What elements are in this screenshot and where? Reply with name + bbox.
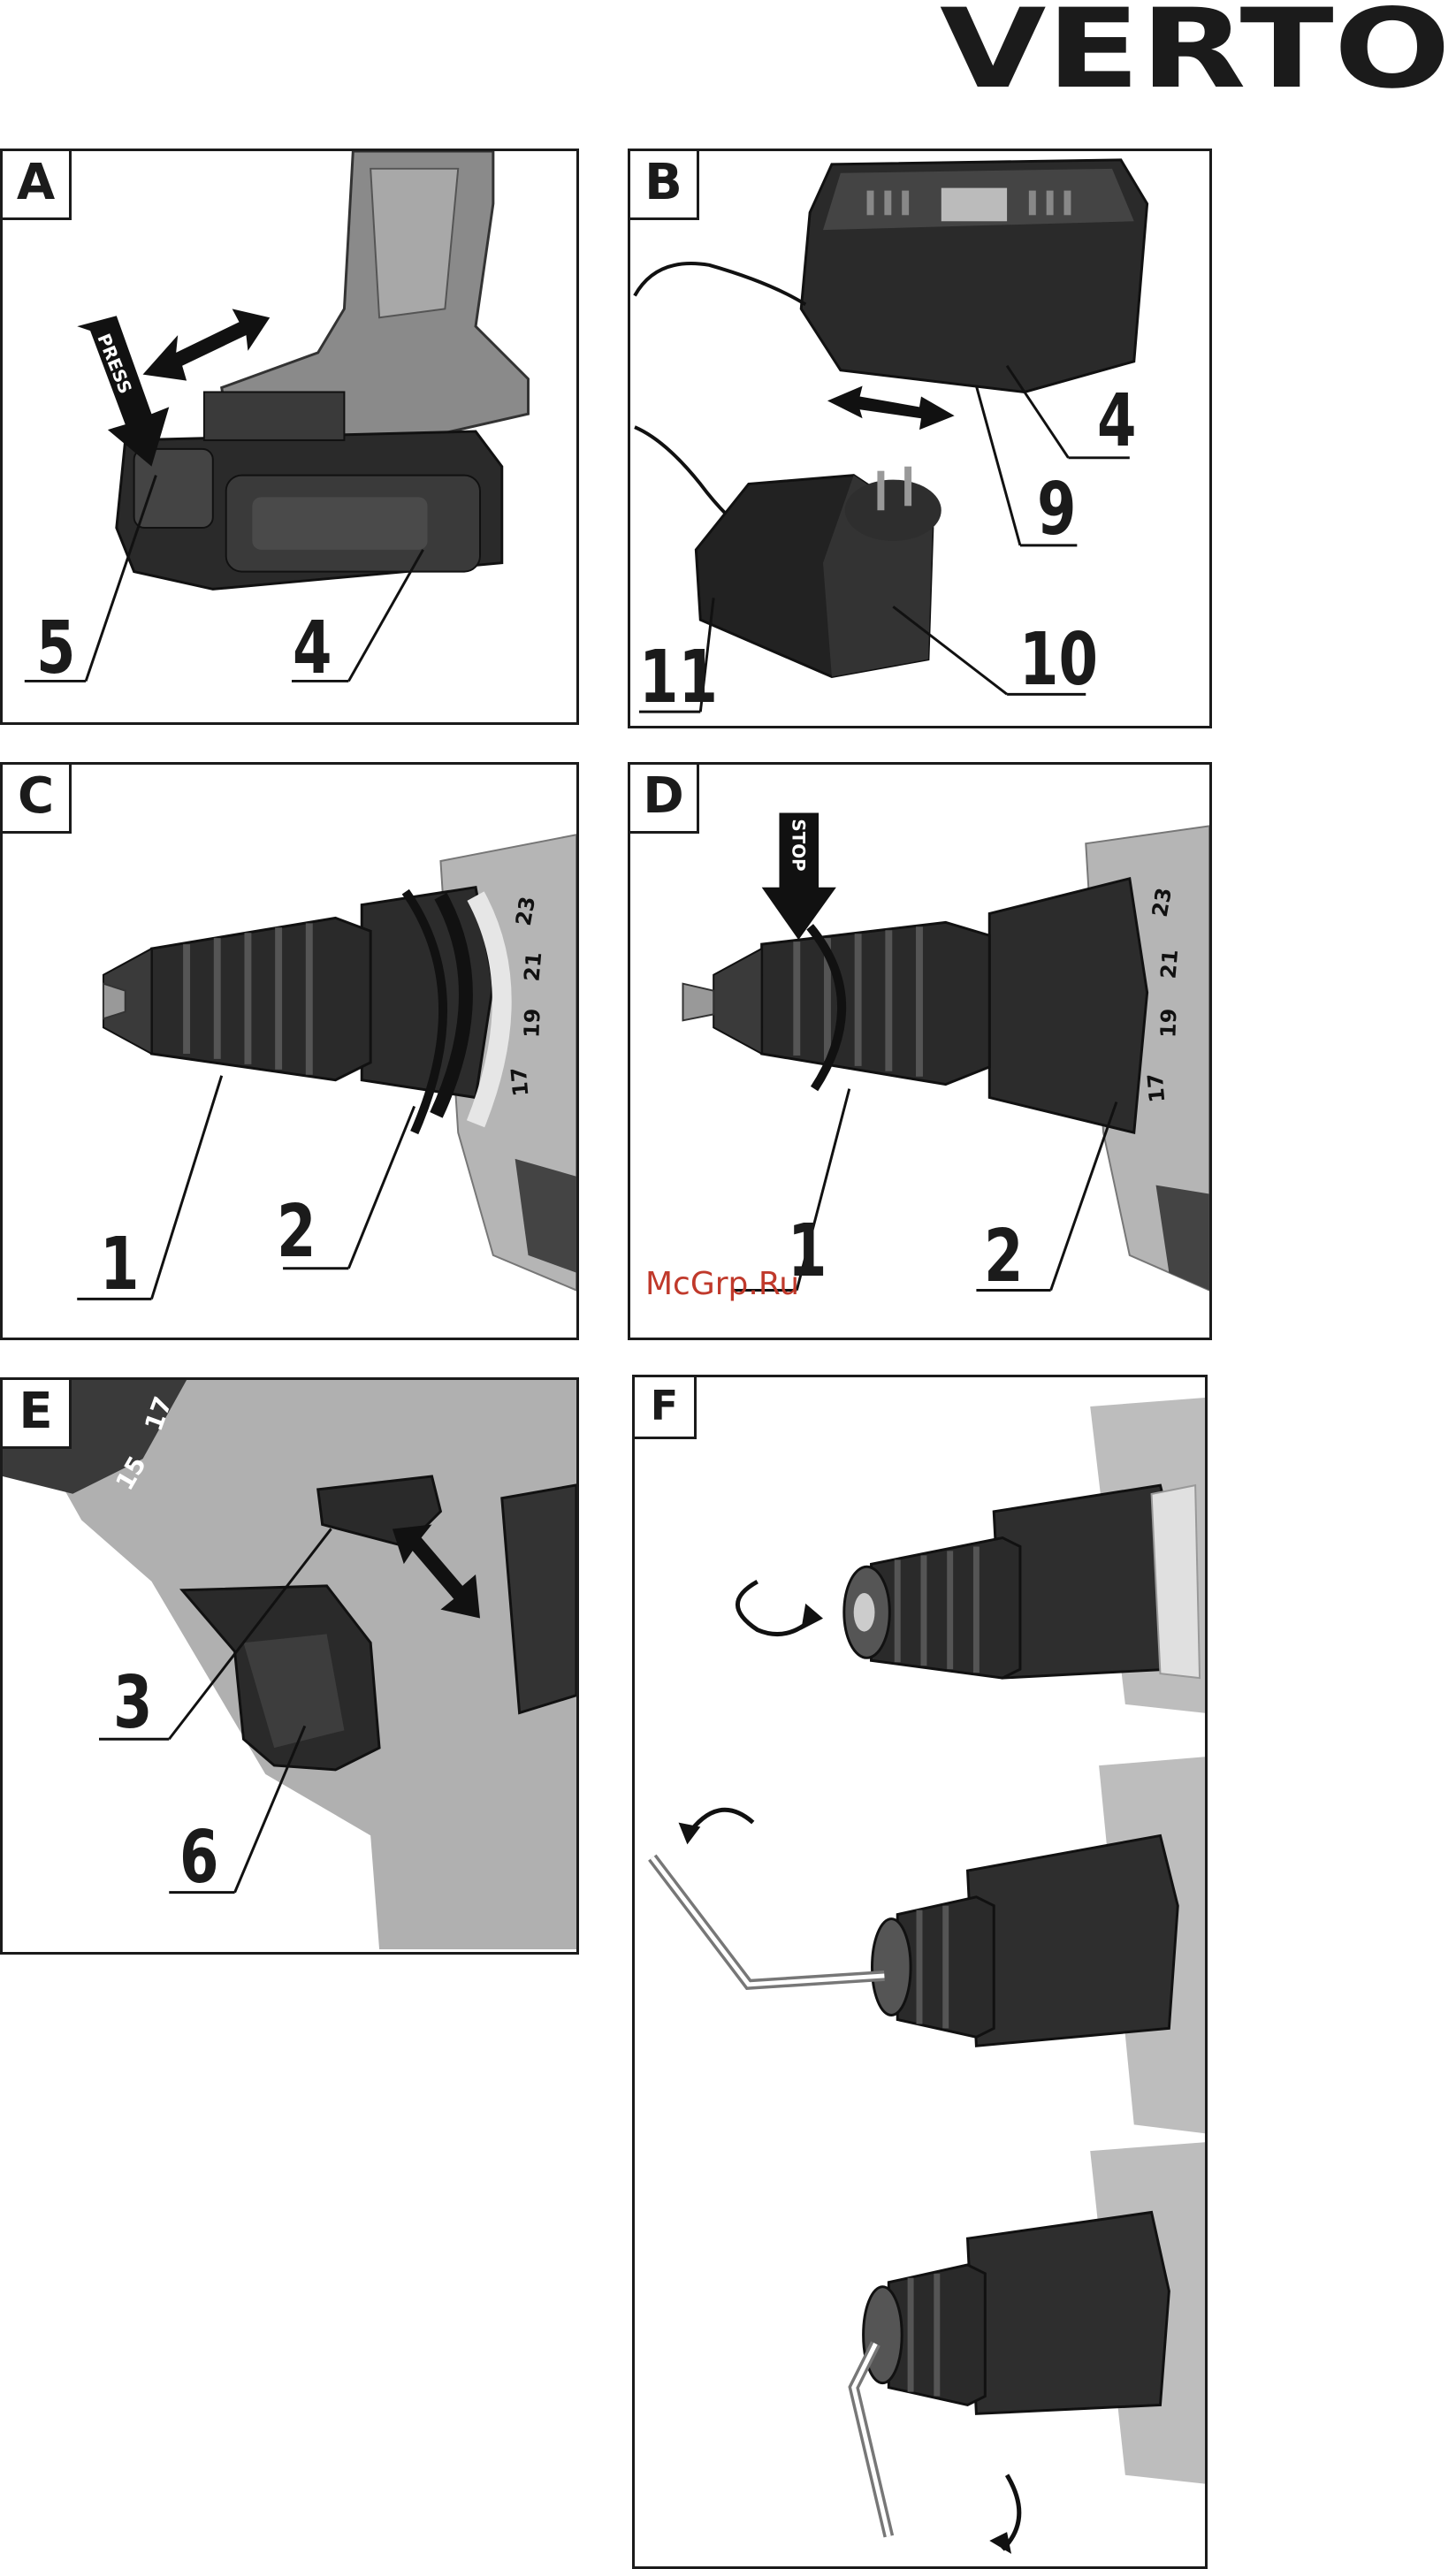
panel-label: E xyxy=(3,1380,72,1449)
callout-3: 3 xyxy=(113,1667,153,1740)
scale-19: 19 xyxy=(519,1008,545,1038)
scale-17: 17 xyxy=(1143,1072,1170,1103)
scale-23: 23 xyxy=(1147,886,1177,919)
drill-step-1 xyxy=(737,1398,1205,1713)
stop-arrow: STOP xyxy=(762,812,836,940)
stop-label: STOP xyxy=(788,819,808,871)
scale-19: 19 xyxy=(1155,1008,1181,1038)
callout-1: 1 xyxy=(100,1229,140,1301)
drill-battery-illustration: PRESS xyxy=(3,151,576,722)
scale-23: 23 xyxy=(511,895,540,927)
scale-21: 21 xyxy=(1155,949,1183,980)
callout-2: 2 xyxy=(984,1221,1024,1293)
callout-6: 6 xyxy=(179,1822,219,1894)
panel-c-torque-ring: 23 21 19 17 C 1 2 xyxy=(0,762,579,1340)
chuck-illustration-d: 23 21 19 17 STOP xyxy=(630,765,1209,1338)
watermark: McGrp.Ru xyxy=(645,1266,799,1302)
callout-4: 4 xyxy=(1097,385,1137,458)
panel-label: F xyxy=(635,1377,697,1439)
panel-b-charger: B 4 9 11 10 xyxy=(628,149,1212,728)
scale-21: 21 xyxy=(519,951,546,982)
press-arrow: PRESS xyxy=(77,316,169,466)
callout-4: 4 xyxy=(293,613,332,685)
panel-f-chuck-removal: F xyxy=(632,1375,1208,2569)
callout-2: 2 xyxy=(277,1196,316,1269)
trigger-illustration: 17 15 xyxy=(3,1380,576,1952)
panel-d-chuck-locking: 23 21 19 17 STOP D 1 2 xyxy=(628,762,1212,1340)
callout-11: 11 xyxy=(639,642,718,714)
drill-step-3 xyxy=(854,2142,1205,2554)
panel-label: C xyxy=(3,765,72,834)
callout-9: 9 xyxy=(1037,474,1077,546)
brand-name: VERTO xyxy=(940,0,1451,95)
panel-e-direction-switch: 17 15 E 3 6 xyxy=(0,1377,579,1955)
panel-label: B xyxy=(630,151,699,220)
callout-5: 5 xyxy=(36,613,76,685)
panel-label: A xyxy=(3,151,72,220)
verto-logo: VERTO xyxy=(933,0,1456,95)
drill-step-2 xyxy=(652,1757,1205,2133)
chuck-removal-illustration xyxy=(635,1377,1205,2566)
panel-a-battery-removal: PRESS A 5 4 xyxy=(0,149,579,725)
panel-label: D xyxy=(630,765,699,834)
callout-10: 10 xyxy=(1019,624,1098,697)
scale-17: 17 xyxy=(507,1066,534,1097)
